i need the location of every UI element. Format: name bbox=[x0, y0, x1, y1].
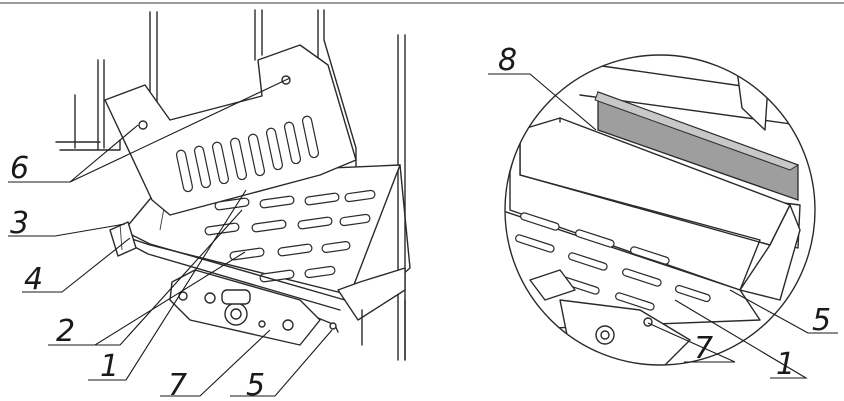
mounting-hole bbox=[138, 120, 148, 130]
callout-7-right: 7 bbox=[694, 331, 713, 366]
right-leader-lines bbox=[488, 73, 838, 379]
left-callouts: 6 3 4 2 1 7 5 bbox=[10, 151, 265, 401]
detail-circle bbox=[504, 54, 816, 366]
callout-7-left: 7 bbox=[168, 368, 187, 401]
callout-3: 3 bbox=[10, 206, 29, 241]
callout-4: 4 bbox=[24, 262, 43, 297]
bottom-grate-slots bbox=[204, 189, 376, 283]
callout-6: 6 bbox=[10, 151, 29, 186]
right-callouts: 8 5 7 1 bbox=[498, 43, 831, 382]
back-grate-slots bbox=[175, 115, 320, 193]
callout-1-left: 1 bbox=[100, 349, 119, 384]
callout-5-left: 5 bbox=[246, 368, 265, 401]
right-view-detail: 8 5 7 1 bbox=[488, 43, 838, 382]
left-leader-lines bbox=[8, 77, 333, 397]
detail-grate-slots bbox=[515, 212, 711, 311]
callout-8: 8 bbox=[498, 43, 517, 78]
left-view-grate-assembly: 6 3 4 2 1 7 5 bbox=[8, 9, 411, 401]
callout-1-right: 1 bbox=[776, 347, 795, 382]
detail-content bbox=[505, 55, 815, 365]
callout-5-right: 5 bbox=[812, 303, 831, 338]
back-grate-plate bbox=[104, 44, 357, 216]
callout-2: 2 bbox=[56, 314, 75, 349]
lever-mechanism bbox=[169, 269, 339, 346]
